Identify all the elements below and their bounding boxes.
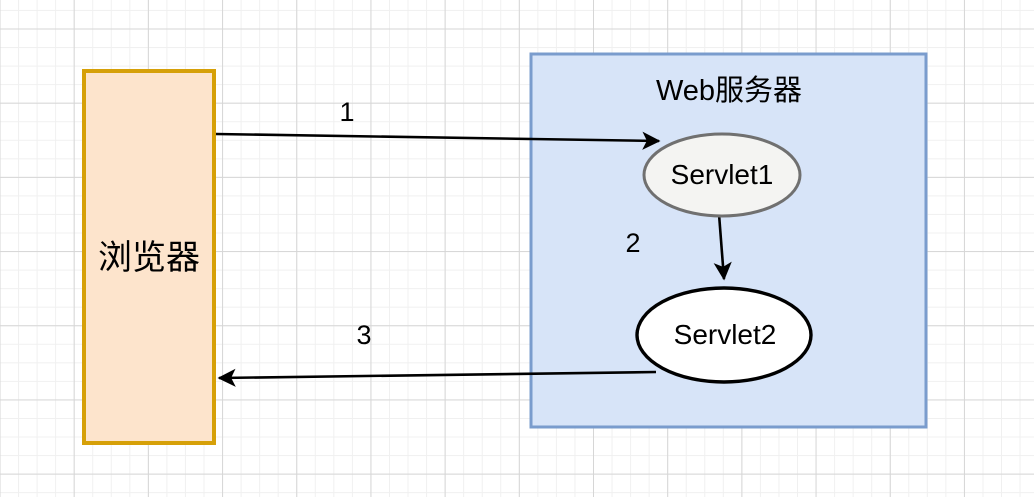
- edge-label-response: 3: [356, 320, 372, 350]
- servlet2-label: Servlet2: [673, 319, 777, 350]
- browser-box: [82, 69, 216, 445]
- edge-label-request: 1: [339, 97, 355, 127]
- browser-label: 浏览器: [98, 239, 200, 277]
- edge-response-line: [217, 368, 657, 387]
- servlet2-node: [635, 286, 813, 384]
- edge-forward-line: [713, 213, 732, 281]
- web-server-title: Web服务器: [655, 75, 803, 107]
- edge-request-line: [215, 131, 661, 150]
- servlet1-label: Servlet1: [670, 159, 774, 190]
- edge-label-forward: 2: [625, 228, 641, 258]
- servlet1-node: [642, 132, 802, 218]
